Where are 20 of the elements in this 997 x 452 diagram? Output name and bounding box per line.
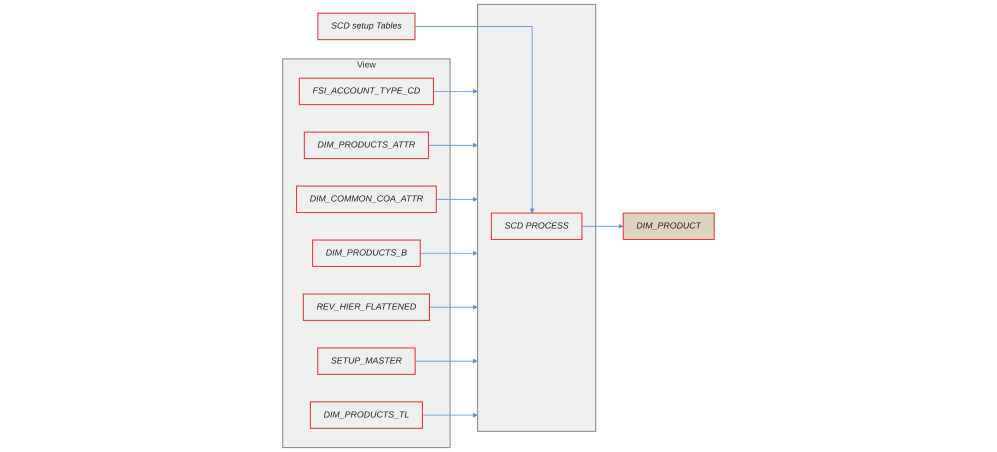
arrow <box>429 304 478 310</box>
node-box: FSI_ACCOUNT_TYPE_CD <box>298 78 434 106</box>
node-box: SETUP_MASTER <box>317 347 416 375</box>
node-box: DIM_PRODUCT <box>622 212 715 240</box>
cluster <box>477 4 596 432</box>
node-box: SCD PROCESS <box>490 212 582 240</box>
node-box: SCD setup Tables <box>317 12 416 40</box>
arrow <box>414 358 478 364</box>
arrow <box>422 412 478 418</box>
node-box: DIM_PRODUCTS_B <box>312 239 421 268</box>
arrow <box>420 250 478 256</box>
node-box: DIM_PRODUCTS_ATTR <box>304 132 430 160</box>
node-box: DIM_PRODUCTS_TL <box>310 401 423 429</box>
arrow <box>582 224 624 229</box>
node-box: DIM_COMMON_COA_ATTR <box>296 186 437 214</box>
arrow <box>436 196 478 202</box>
arrow <box>414 26 535 214</box>
node-box: REV_HIER_FLATTENED <box>302 293 430 321</box>
arrow <box>428 142 478 148</box>
arrow <box>433 88 478 94</box>
